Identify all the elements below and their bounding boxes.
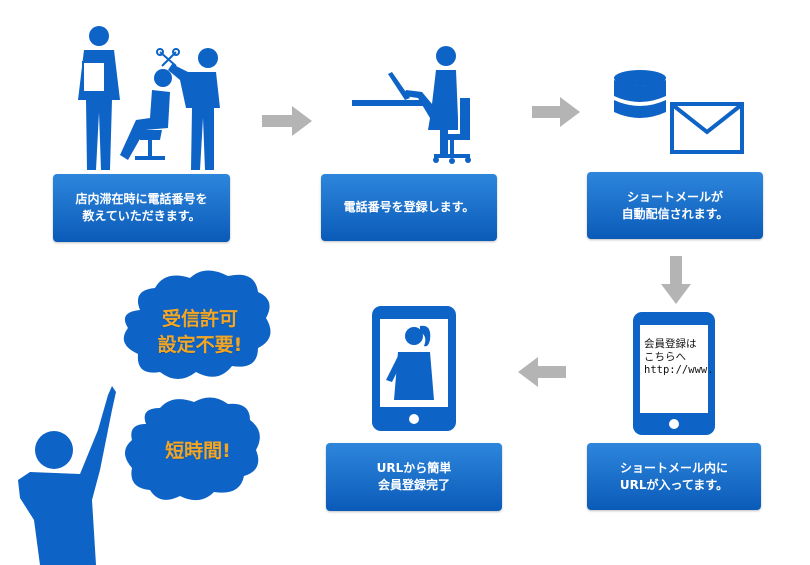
step-4-box: ショートメール内に URLが入ってます。 [587,443,761,510]
step-1-label: 店内滞在時に電話番号を 教えていただきます。 [75,192,208,223]
step-2-box: 電話番号を登録します。 [321,174,497,241]
cheering-person-icon [18,386,116,565]
arrow-right-2 [532,97,580,127]
step-3-label: ショートメールが 自動配信されます。 [621,189,729,221]
salon-customer-icon [78,26,220,170]
smartphone-message-icon [633,312,715,435]
arrow-down [661,256,691,304]
speech-bubble-short-time [125,397,260,501]
bubble-no-setting-text: 受信許可 設定不要! [157,308,243,356]
step-2-label: 電話番号を登録します。 [343,200,475,214]
mail-icon [670,102,744,154]
phone-message-text: 会員登録は こちらへ http://www. [644,338,714,376]
phone-registration-icon [352,46,471,164]
arrow-left [518,357,566,387]
step-1-box: 店内滞在時に電話番号を 教えていただきます。 [53,174,230,242]
database-icon [614,70,666,118]
step-5-label: URLから簡単 会員登録完了 [376,461,452,492]
smartphone-user-icon [372,306,456,431]
step-5-box: URLから簡単 会員登録完了 [326,443,502,511]
step-3-box: ショートメールが 自動配信されます。 [587,172,763,239]
bubble-short-time-text: 短時間! [165,440,231,462]
arrow-right-1 [262,106,312,136]
speech-bubble-no-setting [123,270,271,379]
step-4-label: ショートメール内に URLが入ってます。 [619,460,729,492]
